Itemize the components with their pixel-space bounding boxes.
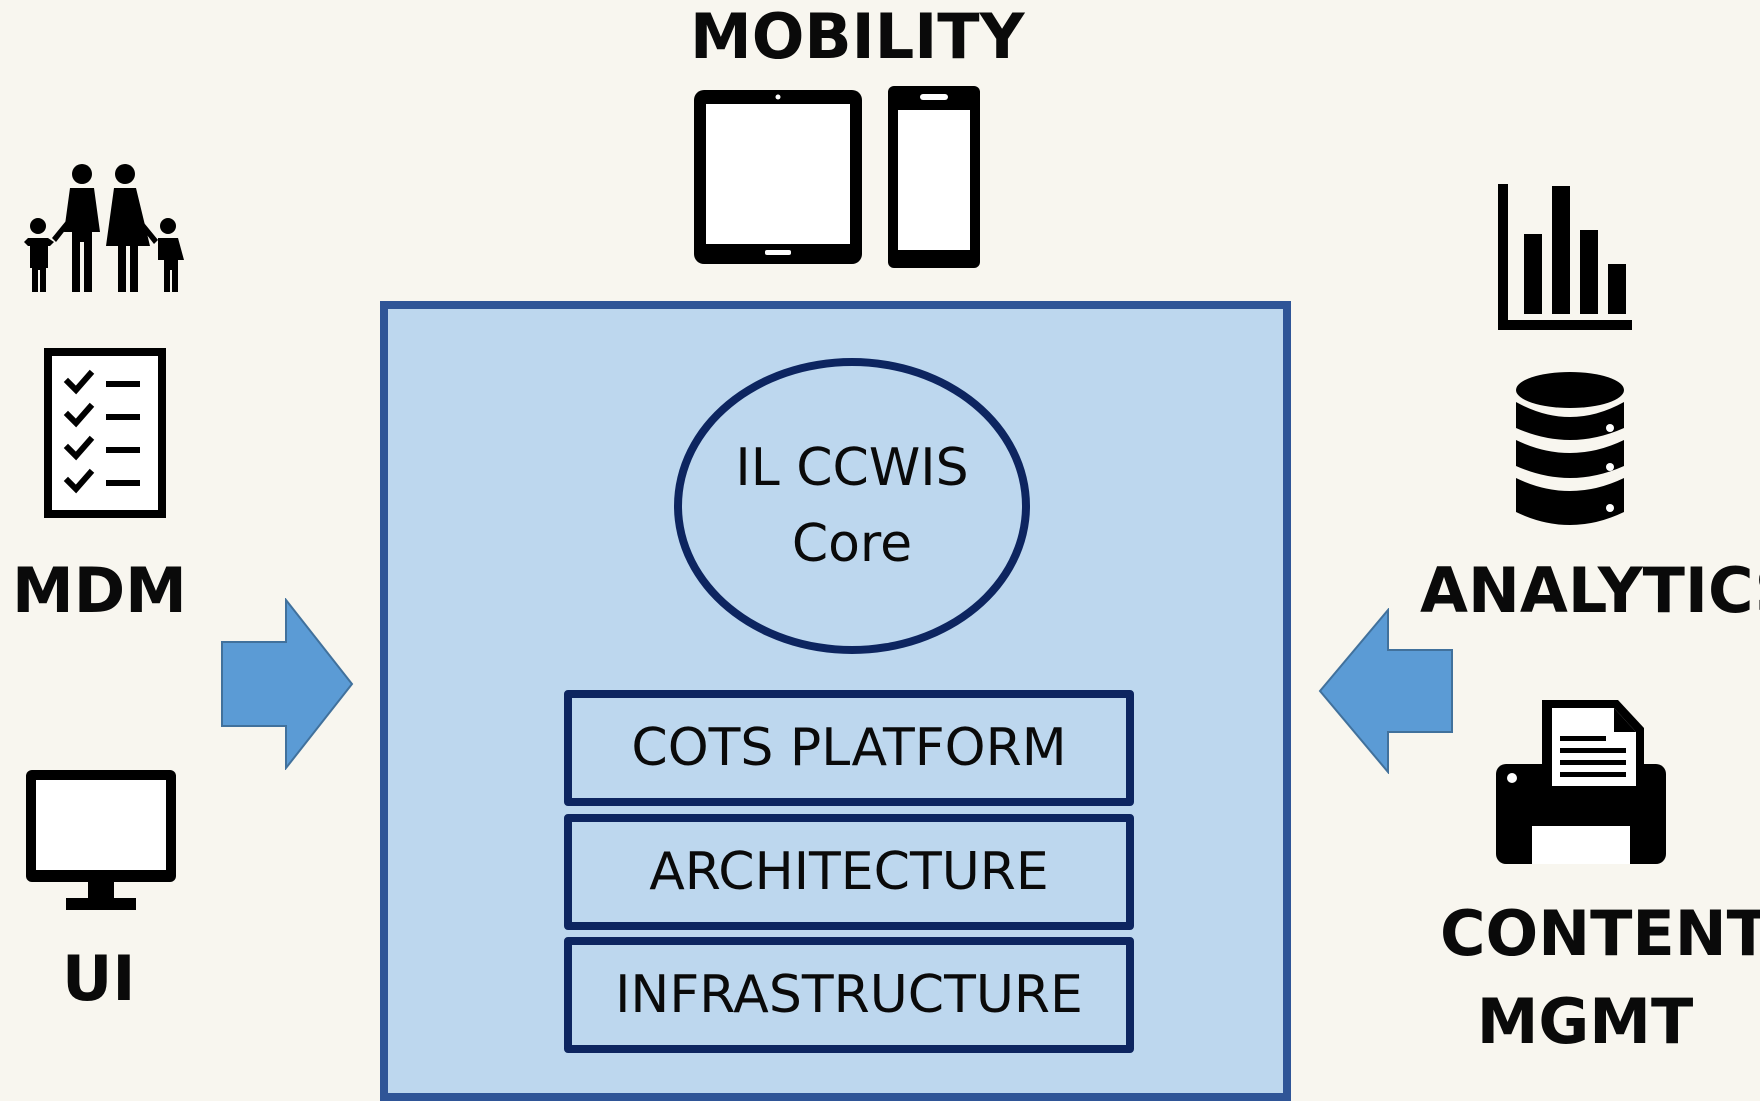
database-icon xyxy=(1516,372,1624,525)
printer-icon xyxy=(1496,700,1666,864)
tablet-icon xyxy=(694,90,862,264)
analytics-label: ANALYTICS xyxy=(1420,554,1760,627)
bar-chart-icon xyxy=(1498,184,1632,330)
layer-cots-platform: COTS PLATFORM xyxy=(564,690,1134,806)
mobility-label: MOBILITY xyxy=(690,0,1025,73)
layer-infrastructure: INFRASTRUCTURE xyxy=(564,937,1134,1053)
family-icon xyxy=(24,164,184,292)
content-label-line1: CONTENT xyxy=(1440,897,1760,970)
layer-architecture: ARCHITECTURE xyxy=(564,814,1134,930)
core-label-line1: IL CCWIS xyxy=(735,438,969,498)
core-label-line2: Core xyxy=(791,514,913,574)
arrow-left-icon xyxy=(1318,608,1453,774)
checklist-icon xyxy=(44,348,166,518)
content-mgmt-label: CONTENT MGMT xyxy=(1440,890,1760,1066)
content-label-line2: MGMT xyxy=(1476,985,1694,1058)
core-ellipse: IL CCWIS Core xyxy=(674,358,1030,654)
phone-icon xyxy=(888,86,980,268)
ui-label: UI xyxy=(62,942,136,1015)
monitor-icon xyxy=(26,770,176,910)
arrow-right-icon xyxy=(221,598,354,770)
mdm-label: MDM xyxy=(12,554,187,627)
